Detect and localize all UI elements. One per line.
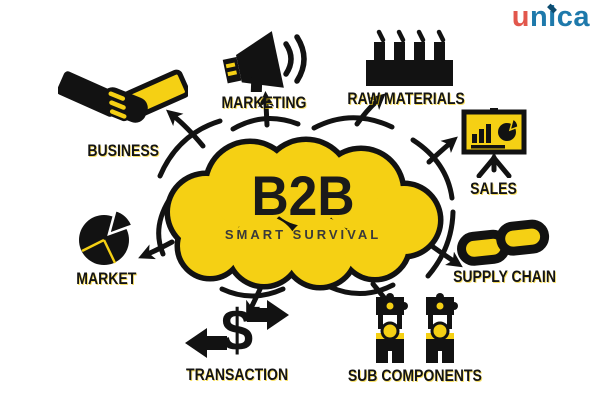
cloud-text: B2B SMART SURVIVAL bbox=[148, 164, 458, 243]
arc-business bbox=[157, 118, 223, 179]
node-supply-chain: SUPPLY CHAIN bbox=[444, 218, 566, 287]
dollar-exchange-icon: $ bbox=[185, 298, 289, 360]
arc-transaction bbox=[219, 286, 286, 299]
supply-chain-label: SUPPLY CHAIN bbox=[453, 268, 557, 286]
node-market: MARKET bbox=[60, 206, 152, 289]
raw-materials-label: RAW MATERIALS bbox=[347, 90, 465, 108]
arrow-to-marketing bbox=[258, 91, 275, 128]
arc-sub-components bbox=[327, 282, 396, 297]
sales-label: SALES bbox=[470, 180, 518, 198]
node-transaction: $ TRANSACTION bbox=[178, 298, 296, 385]
chain-links-icon bbox=[457, 219, 550, 266]
arrow-to-business bbox=[166, 109, 206, 149]
presentation-chart-icon bbox=[461, 108, 527, 178]
node-raw-materials: RAW MATERIALS bbox=[340, 28, 472, 109]
cloud-subtitle: SMART SURVIVAL bbox=[224, 227, 382, 242]
sub-components-label: SUB COMPONENTS bbox=[347, 367, 483, 385]
marketing-label: MARKETING bbox=[221, 94, 306, 112]
node-business: BUSINESS bbox=[58, 60, 188, 161]
arc-supply-chain bbox=[425, 209, 456, 279]
transaction-label: TRANSACTION bbox=[185, 366, 289, 384]
right-arrow-icon bbox=[247, 300, 289, 330]
b2b-cloud bbox=[164, 136, 444, 291]
arrow-to-raw-materials bbox=[354, 93, 386, 127]
node-sub-components: SUB COMPONENTS bbox=[348, 291, 482, 386]
pie-chart-icon bbox=[79, 208, 135, 265]
logo-letter-u: u bbox=[511, 1, 530, 33]
left-arrow-icon bbox=[185, 328, 227, 358]
node-sales: SALES bbox=[448, 108, 540, 199]
megaphone-icon bbox=[222, 31, 307, 92]
node-marketing: MARKETING bbox=[206, 30, 321, 113]
logo-letter-n: n bbox=[529, 1, 549, 33]
cloud-echo-arcs bbox=[156, 115, 456, 299]
dollar-symbol: $ bbox=[221, 298, 253, 360]
business-label: BUSINESS bbox=[87, 142, 159, 160]
factory-icon bbox=[365, 29, 453, 86]
cloud-title: B2B bbox=[251, 164, 355, 227]
arc-raw-materials bbox=[311, 115, 395, 131]
logo-letter-i: i bbox=[547, 1, 558, 33]
workers-puzzle-icon bbox=[374, 291, 460, 365]
arc-sales bbox=[410, 137, 455, 201]
market-label: MARKET bbox=[75, 270, 136, 288]
arrow-to-sales bbox=[426, 136, 458, 165]
arrow-to-market bbox=[138, 239, 175, 260]
logo-letters-ca: ca bbox=[556, 1, 590, 33]
handshake-icon bbox=[58, 69, 188, 123]
